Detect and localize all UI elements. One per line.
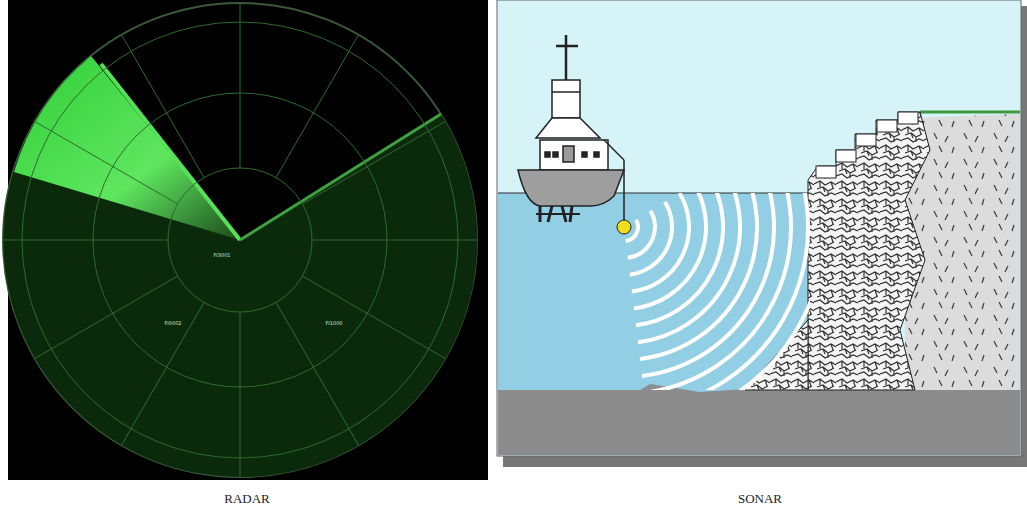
- range-spoke: [240, 3, 241, 168]
- range-spoke: [312, 240, 477, 241]
- sound-wave: [632, 193, 689, 292]
- sound-wave: [642, 193, 774, 376]
- radar-scope: [3, 0, 488, 480]
- range-spoke: [276, 35, 359, 178]
- range-spoke: [240, 312, 241, 477]
- panel-caption: SONAR: [738, 491, 782, 507]
- sound-wave: [646, 193, 808, 390]
- sound-wave: [628, 211, 655, 258]
- range-spoke: [276, 302, 359, 445]
- sound-wave: [630, 202, 672, 275]
- range-spoke: [35, 122, 178, 205]
- boat: [518, 35, 624, 222]
- sound-wave: [638, 193, 740, 342]
- sound-wave: [634, 193, 706, 308]
- sonar-transducer: [617, 220, 631, 234]
- sound-wave: [640, 193, 757, 359]
- range-spoke: [302, 276, 445, 359]
- sonar-scene: [497, 0, 1027, 467]
- target-tag: FI1000: [325, 320, 342, 326]
- panel-caption: RADAR: [224, 491, 270, 507]
- sound-wave: [648, 193, 810, 390]
- sound-wave: [644, 193, 791, 390]
- range-spoke: [3, 240, 168, 241]
- range-spoke: [122, 302, 205, 445]
- range-spoke: [122, 35, 205, 178]
- range-spoke: [302, 122, 445, 205]
- target-tag: FI0002: [164, 320, 181, 326]
- target-tag: FI3001: [213, 252, 230, 258]
- range-spoke: [35, 276, 178, 359]
